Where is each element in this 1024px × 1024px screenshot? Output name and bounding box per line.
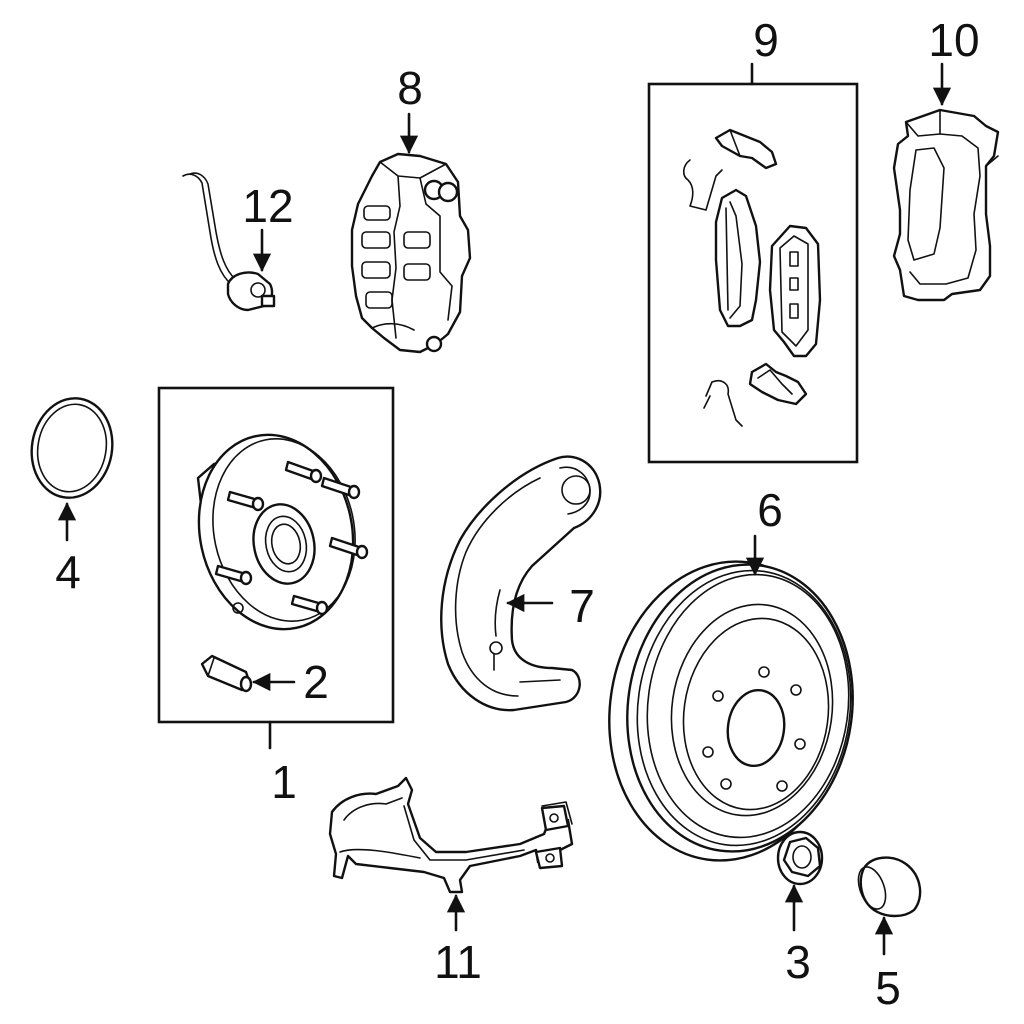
callout-12: 12	[242, 180, 293, 232]
dust-cap-part-5	[857, 856, 922, 918]
hub-group-box	[157, 386, 395, 724]
callout-9: 9	[753, 14, 779, 66]
brake-caliper-part-8	[350, 152, 472, 354]
wheel-speed-sensor-part-12	[182, 172, 276, 312]
callout-5: 5	[875, 962, 901, 1014]
caliper-bracket-part-10	[892, 108, 1000, 302]
dust-shield-part-7	[440, 455, 602, 712]
callout-11: 11	[434, 936, 482, 988]
hub-nut-part-3	[776, 830, 824, 886]
callout-3: 3	[785, 936, 811, 988]
callout-6: 6	[757, 484, 783, 536]
callout-7: 7	[569, 580, 595, 632]
wheel-stud-part-2	[200, 654, 253, 693]
brake-rotor-part-6	[608, 560, 854, 862]
wheel-hub-part-1	[196, 433, 369, 631]
callout-10: 10	[928, 14, 979, 66]
callout-1: 1	[271, 756, 297, 808]
callout-8: 8	[397, 62, 423, 114]
callout-2: 2	[303, 656, 329, 708]
callout-4: 4	[55, 546, 81, 598]
leader-lines	[57, 62, 952, 956]
callout-labels: 12 8 9 10 4 2 1 7 6 3 5 11	[55, 14, 979, 1014]
seal-ring-part-4	[30, 397, 114, 499]
abs-harness-part-11	[328, 776, 574, 894]
brake-pad-kit-part-9	[682, 128, 822, 427]
